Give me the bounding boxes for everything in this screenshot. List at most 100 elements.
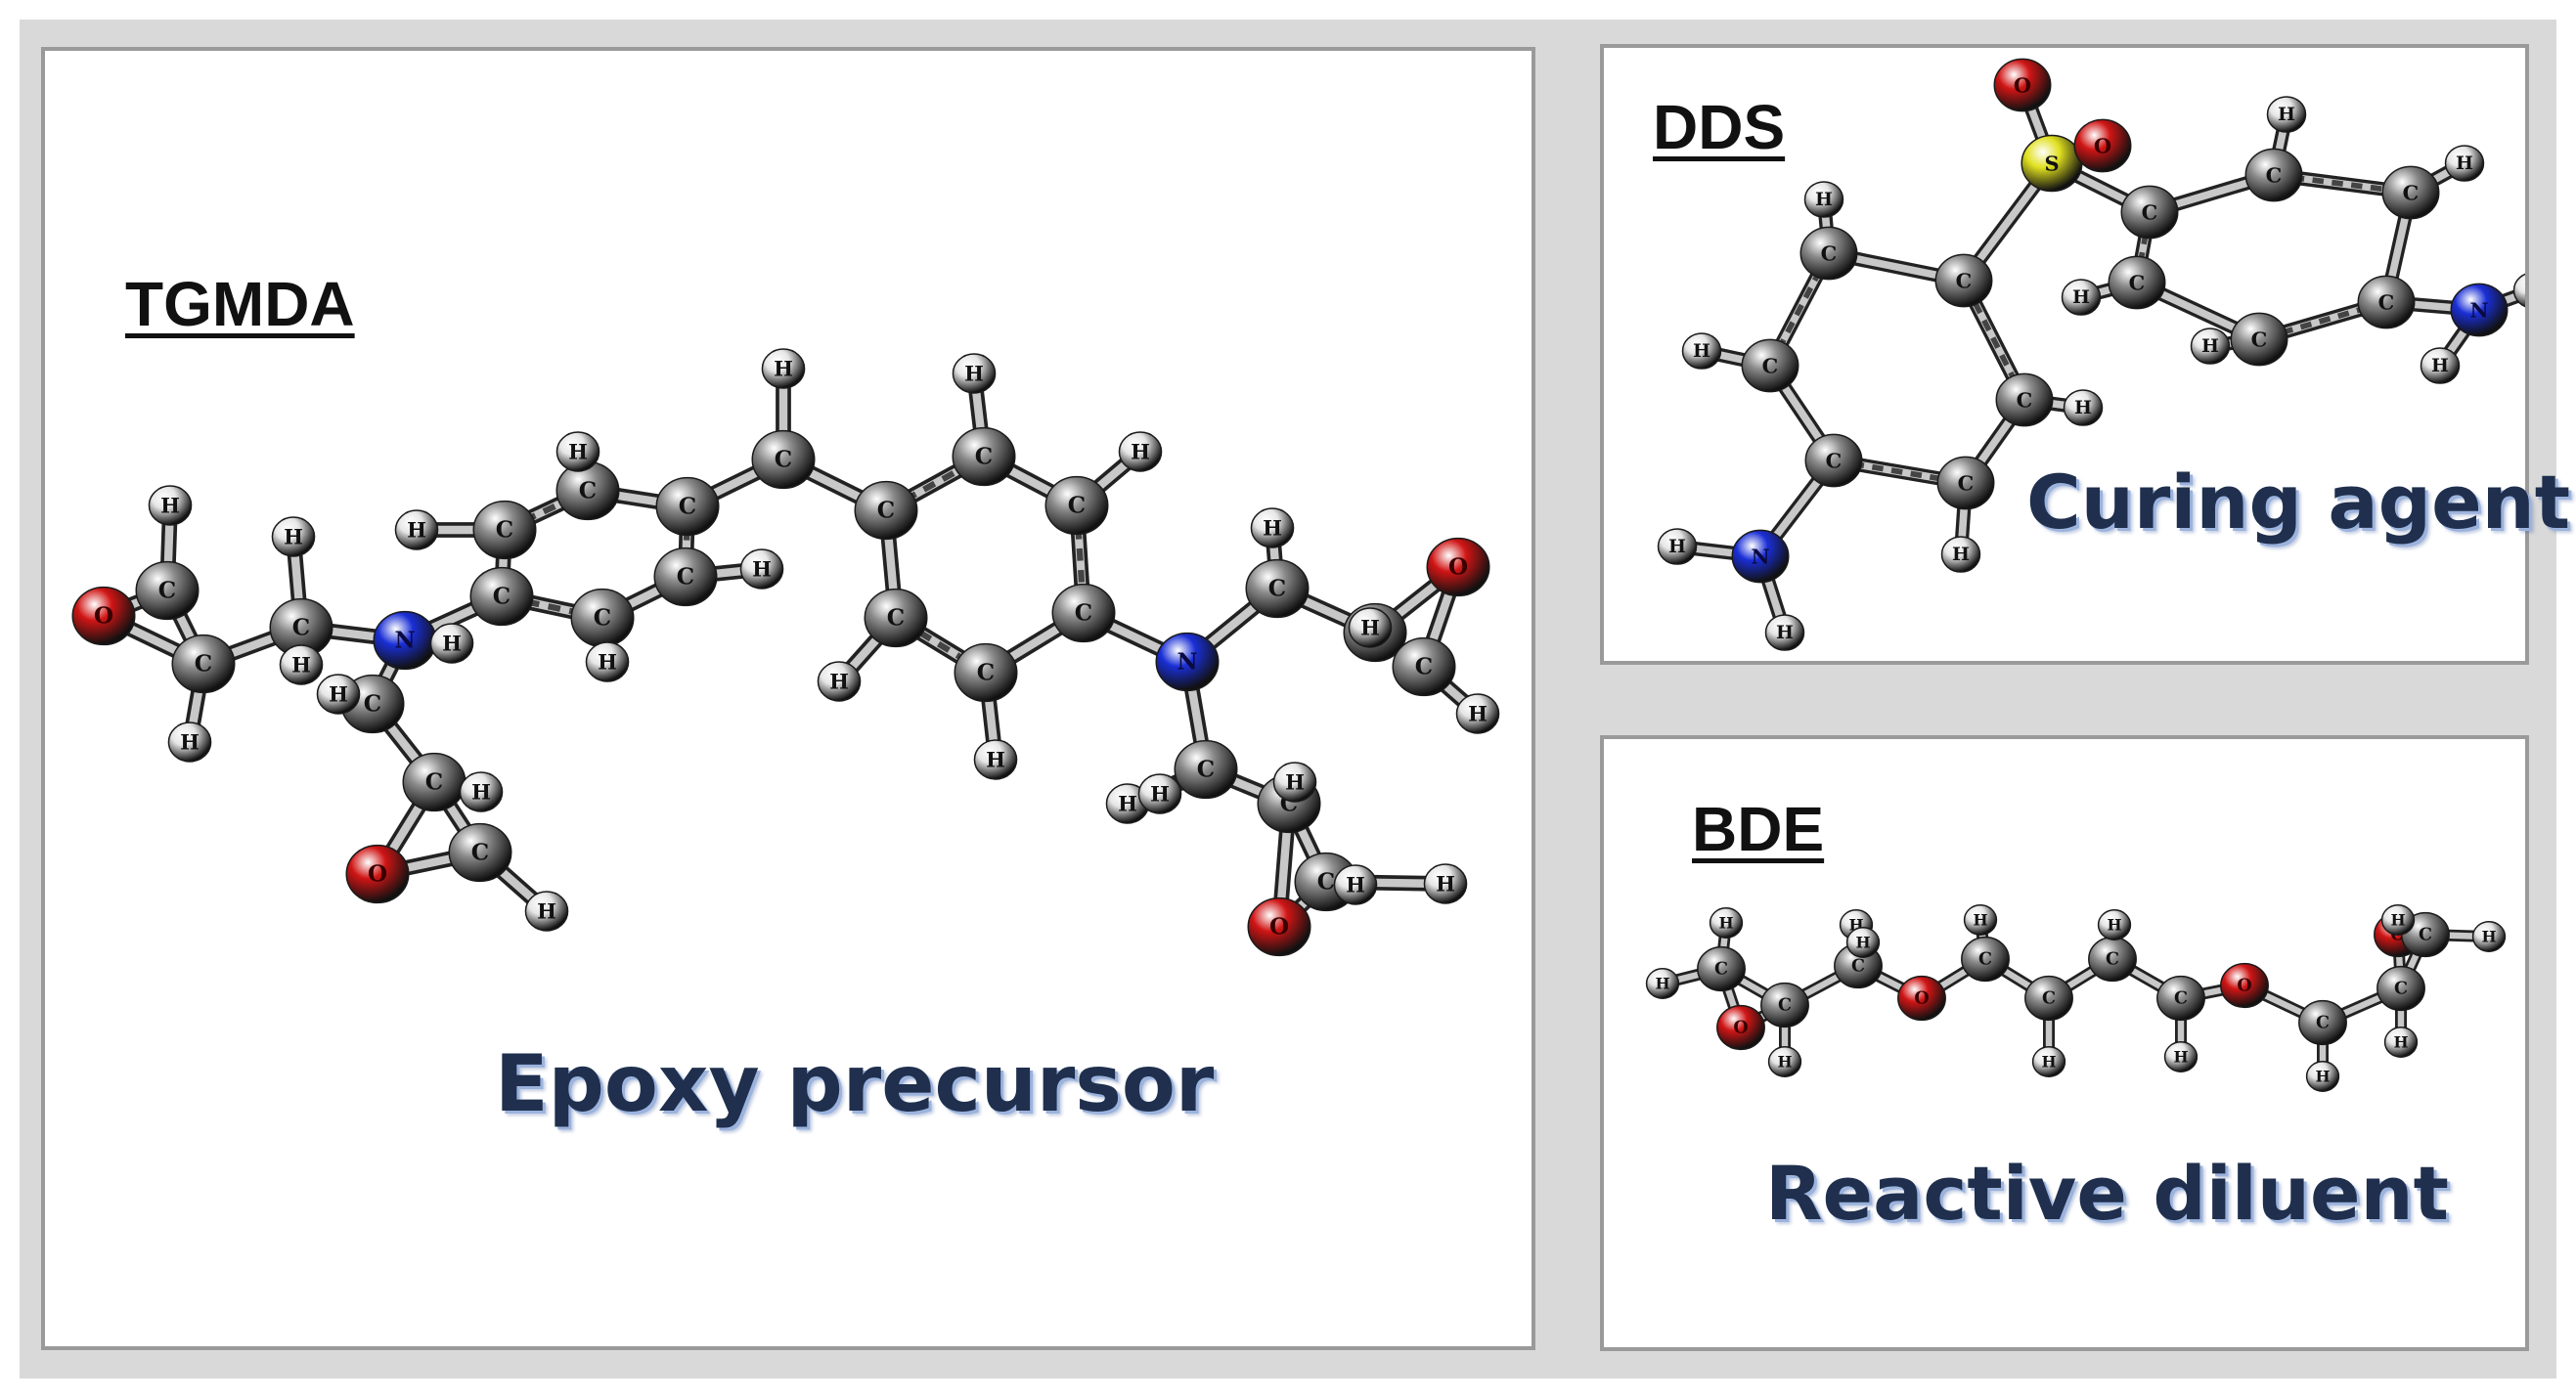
panel-title-dds: DDS (1653, 92, 1786, 162)
hydrogen-atom-icon (1940, 536, 1981, 573)
carbon-atom-icon (1174, 739, 1238, 800)
atom-label: H (407, 518, 426, 543)
carbon-atom-icon (751, 429, 816, 490)
atom-label: H (329, 682, 348, 707)
atom-label: C (1075, 600, 1092, 627)
atom-label: C (2419, 925, 2432, 945)
atom-label: H (2072, 286, 2090, 308)
atom-label: H (2107, 916, 2121, 935)
atom-label: O (1733, 1018, 1748, 1038)
atom-label: C (1415, 654, 1433, 680)
atom-label: O (1448, 554, 1468, 581)
atom-label: H (1952, 544, 1970, 565)
role-label-reactive-diluent: Reactive diluent (1765, 1150, 2449, 1237)
carbon-atom-icon (469, 566, 534, 627)
role-label-epoxy-precursor: Epoxy precursor (495, 1038, 1215, 1129)
atom-label: C (1197, 757, 1215, 783)
hydrogen-atom-icon (2420, 347, 2461, 384)
atom-label: H (1150, 782, 1170, 807)
atom-label: C (2106, 949, 2119, 970)
hydrogen-atom-icon (2383, 1027, 2419, 1058)
oxygen-atom-icon (71, 586, 136, 646)
carbon-atom-icon (1934, 253, 1993, 308)
hydrogen-atom-icon (429, 623, 474, 664)
atom-label: O (94, 603, 113, 630)
atom-label: N (1177, 649, 1197, 676)
atom-label: C (2251, 328, 2268, 352)
atom-label: H (2390, 911, 2405, 930)
oxygen-atom-icon (2073, 118, 2132, 173)
atom-label: H (986, 748, 1005, 772)
atom-label: C (493, 584, 511, 610)
hydrogen-atom-icon (1272, 762, 1317, 803)
atom-label: C (1978, 949, 1992, 970)
atom-label: H (1718, 914, 1733, 933)
carbon-atom-icon (1760, 982, 1809, 1028)
atom-label: H (1468, 702, 1488, 726)
atom-label: H (2456, 153, 2473, 174)
atom-label: C (1714, 959, 1728, 980)
carbon-atom-icon (854, 480, 918, 541)
hydrogen-atom-icon (2512, 273, 2525, 308)
atom-label: H (2393, 1033, 2408, 1052)
atom-label: H (774, 357, 793, 381)
hydrogen-atom-icon (1767, 1046, 1802, 1077)
atom-label: C (2017, 388, 2033, 413)
carbon-atom-icon (2244, 148, 2303, 202)
carbon-atom-icon (2381, 165, 2440, 220)
hydrogen-atom-icon (761, 348, 806, 389)
atom-label: H (180, 730, 200, 755)
carbon-atom-icon (1741, 338, 1799, 393)
carbon-atom-icon (655, 476, 720, 537)
panel-bde: BDE OCHHCHCHHOCHCHCHCHOCHCHOCHH Reactive… (1600, 735, 2529, 1351)
atom-label: C (195, 651, 212, 678)
carbon-atom-icon (653, 547, 718, 607)
atom-label: C (1762, 354, 1779, 378)
atom-label: C (1851, 956, 1865, 977)
atom-label: H (2524, 280, 2525, 301)
carbon-atom-icon (1044, 475, 1109, 536)
hydrogen-atom-icon (2061, 279, 2102, 316)
atom-label: H (568, 440, 588, 464)
atom-label: C (775, 447, 792, 473)
atom-label: C (2129, 271, 2146, 295)
oxygen-atom-icon (1716, 1004, 1765, 1051)
carbon-atom-icon (1245, 558, 1310, 619)
hydrogen-atom-icon (555, 431, 600, 472)
hydrogen-atom-icon (2097, 909, 2132, 941)
carbon-atom-icon (2357, 275, 2416, 329)
atom-label: H (1777, 1053, 1792, 1072)
carbon-atom-icon (1392, 636, 1456, 697)
atom-label: H (1815, 189, 1833, 210)
atom-label: H (1346, 873, 1365, 897)
atom-label: H (2173, 1048, 2188, 1067)
hydrogen-atom-icon (1803, 181, 1844, 218)
atom-label: H (2315, 1068, 2330, 1086)
hydrogen-atom-icon (148, 485, 193, 526)
atom-label: C (1268, 576, 1286, 602)
hydrogen-atom-icon (973, 739, 1018, 780)
atom-label: O (368, 861, 387, 888)
atom-label: C (977, 660, 995, 686)
hydrogen-atom-icon (2444, 145, 2485, 182)
atom-label: H (1285, 770, 1305, 795)
hydrogen-atom-icon (1709, 907, 1744, 939)
atom-label: H (1360, 616, 1380, 640)
atom-label: H (2041, 1053, 2056, 1072)
atom-label: C (677, 564, 694, 591)
hydrogen-atom-icon (524, 891, 569, 932)
atom-label: H (1776, 622, 1794, 643)
nitrogen-atom-icon (1155, 632, 1220, 692)
hydrogen-atom-icon (271, 516, 316, 557)
hydrogen-atom-icon (585, 641, 630, 682)
hydrogen-atom-icon (1681, 332, 1722, 370)
atom-label: H (471, 780, 491, 805)
atom-label: C (364, 691, 381, 718)
atom-label: C (877, 498, 895, 524)
atom-label: C (2174, 988, 2188, 1009)
oxygen-atom-icon (1426, 537, 1490, 597)
atom-label: S (2044, 152, 2059, 176)
hydrogen-atom-icon (2305, 1061, 2340, 1092)
carbon-atom-icon (2108, 255, 2166, 310)
